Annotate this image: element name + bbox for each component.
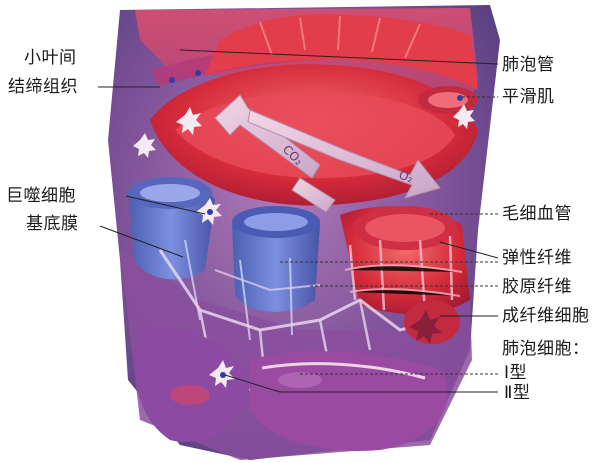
- leader-macrophage: [125, 195, 206, 215]
- leader-type-2: [224, 374, 281, 393]
- fibroblast-cell: [404, 300, 460, 344]
- lower-alveolar-sacs: [135, 327, 448, 451]
- label-collagen-fiber: 胶原纤维: [502, 277, 572, 297]
- label-elastic-fiber: 弹性纤维: [502, 248, 572, 268]
- macrophage-cell: [196, 198, 222, 225]
- capillaries: [340, 206, 470, 315]
- label-type-1: Ⅰ型: [504, 363, 528, 383]
- label-interlobular-line2: 结缔组织: [8, 77, 78, 97]
- label-interlobular-line1: 小叶间: [24, 48, 77, 68]
- smooth-muscle: [418, 86, 478, 114]
- leader-lines: [98, 49, 499, 393]
- leader-alveolar-duct: [179, 49, 499, 65]
- label-fibroblast: 成纤维细胞: [502, 306, 590, 326]
- label-capillary: 毛细血管: [502, 204, 572, 224]
- leader-basement-membrane: [99, 225, 184, 258]
- label-alveolar-cell: 肺泡细胞：: [502, 339, 590, 359]
- cell-markers: [133, 104, 475, 158]
- o2-arrow-label: O₂: [397, 168, 415, 186]
- label-macrophage: 巨噬细胞: [6, 186, 76, 206]
- label-alveolar-duct: 肺泡管: [502, 55, 555, 75]
- gas-exchange-arrows: CO₂ O₂: [214, 94, 441, 213]
- label-smooth-muscle: 平滑肌: [502, 87, 555, 107]
- leader-elastic-fiber: [439, 241, 499, 259]
- label-basement-membrane: 基底膜: [26, 214, 79, 234]
- label-type-2: Ⅱ型: [504, 383, 531, 403]
